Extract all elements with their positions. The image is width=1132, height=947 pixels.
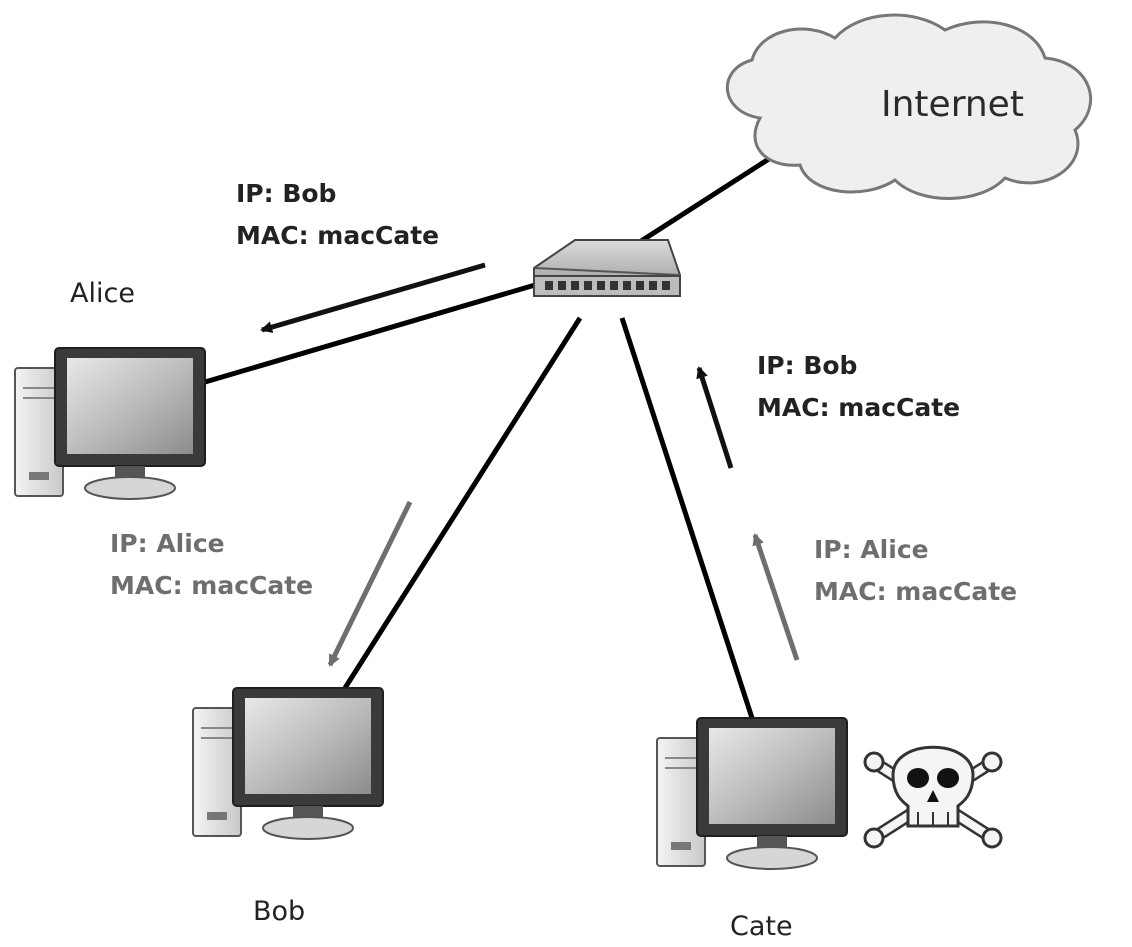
arrow-cate-to-switch-black — [696, 366, 734, 469]
packet-to-bob-mac: MAC: macCate — [110, 571, 313, 600]
cate-computer-icon — [656, 717, 848, 870]
link-switch-alice — [204, 282, 536, 385]
packet-cate-up-gray-mac: MAC: macCate — [814, 577, 1017, 606]
packet-to-bob-ip: IP: Alice — [110, 529, 225, 558]
link-switch-internet — [633, 152, 777, 248]
packet-cate-up-black-ip: IP: Bob — [757, 351, 857, 380]
arrow-switch-to-bob — [327, 500, 413, 667]
bob-label: Bob — [253, 896, 305, 927]
arrow-cate-to-switch-gray — [752, 533, 800, 661]
packet-to-alice-ip: IP: Bob — [236, 179, 336, 208]
alice-label: Alice — [70, 278, 135, 309]
network-switch-icon — [533, 239, 681, 297]
arrow-switch-to-alice — [260, 262, 486, 333]
internet-label: Internet — [881, 84, 1024, 125]
packet-cate-up-black-mac: MAC: macCate — [757, 393, 960, 422]
alice-computer-icon — [14, 347, 206, 500]
bob-computer-icon — [192, 687, 384, 840]
packet-to-alice-mac: MAC: macCate — [236, 221, 439, 250]
packet-cate-up-gray-ip: IP: Alice — [814, 535, 929, 564]
link-switch-cate — [619, 317, 755, 719]
internet-cloud-icon — [725, 13, 1093, 200]
link-switch-bob — [342, 316, 583, 690]
skull-crossbones-icon — [863, 745, 1003, 849]
cate-label: Cate — [730, 911, 793, 942]
